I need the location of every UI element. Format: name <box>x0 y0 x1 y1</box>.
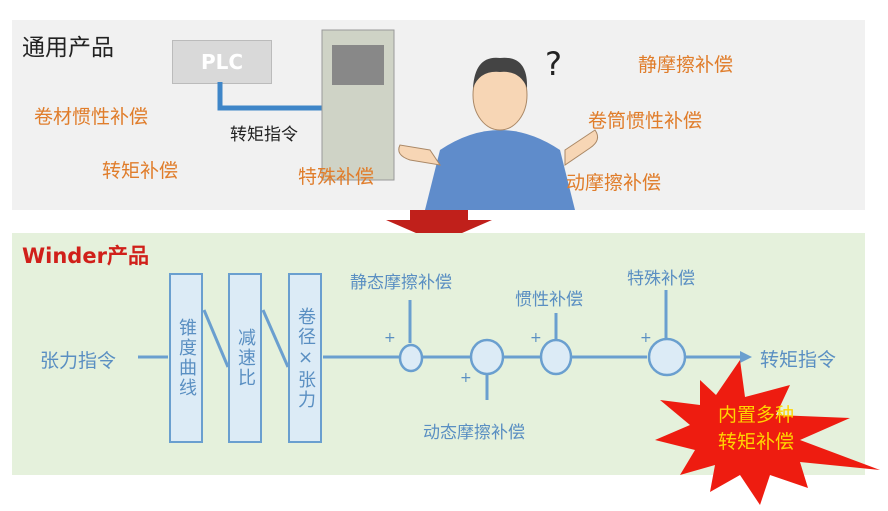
inertia-label: 惯性补偿 <box>515 290 583 310</box>
top-torque-command: 转矩指令 <box>230 125 298 145</box>
dynamic-friction-label: 动态摩擦补偿 <box>423 423 525 443</box>
sum-node <box>469 338 505 376</box>
plus-sign: + <box>384 330 396 346</box>
reduction-ratio-box: 减速比 <box>228 273 262 443</box>
down-arrow-icon <box>386 210 492 243</box>
question-mark: ? <box>545 45 562 83</box>
connector-2 <box>261 309 290 368</box>
sum-node <box>398 343 424 373</box>
burst-line-2: 转矩补偿 <box>718 431 795 453</box>
special-comp: 特殊补偿 <box>298 166 375 188</box>
plc-label: PLC <box>200 50 244 74</box>
starburst-icon <box>655 360 880 505</box>
burst-line-1: 内置多种 <box>718 404 795 426</box>
roll-inertia-comp: 卷材惯性补偿 <box>34 106 149 128</box>
sum-node <box>647 337 687 377</box>
confused-person-icon <box>398 57 599 210</box>
plus-sign: + <box>530 330 542 346</box>
torque-command-output: 转矩指令 <box>760 349 837 371</box>
dynamic-friction-comp: 动摩擦补偿 <box>566 172 662 194</box>
special-label: 特殊补偿 <box>627 269 695 289</box>
sum-node <box>539 338 573 376</box>
static-friction-label: 静态摩擦补偿 <box>350 273 452 293</box>
static-friction-comp: 静摩擦补偿 <box>638 54 734 76</box>
plc-device: PLC <box>172 40 272 84</box>
tension-command: 张力指令 <box>40 350 117 372</box>
general-product-title: 通用产品 <box>22 35 114 61</box>
plus-sign: + <box>640 330 652 346</box>
inverter-display <box>332 45 384 85</box>
plc-cable <box>217 82 325 111</box>
diameter-tension-box: 卷径×张力 <box>288 273 322 443</box>
reel-inertia-comp: 卷筒惯性补偿 <box>588 110 703 132</box>
plus-sign: + <box>460 370 472 386</box>
winder-product-title: Winder产品 <box>22 244 149 268</box>
output-arrowhead-icon <box>740 351 752 363</box>
taper-curve-box: 锥度曲线 <box>169 273 203 443</box>
torque-comp: 转矩补偿 <box>102 160 179 182</box>
builtin-compensation-text: 内置多种 转矩补偿 <box>718 402 794 456</box>
connector-1 <box>202 309 230 368</box>
